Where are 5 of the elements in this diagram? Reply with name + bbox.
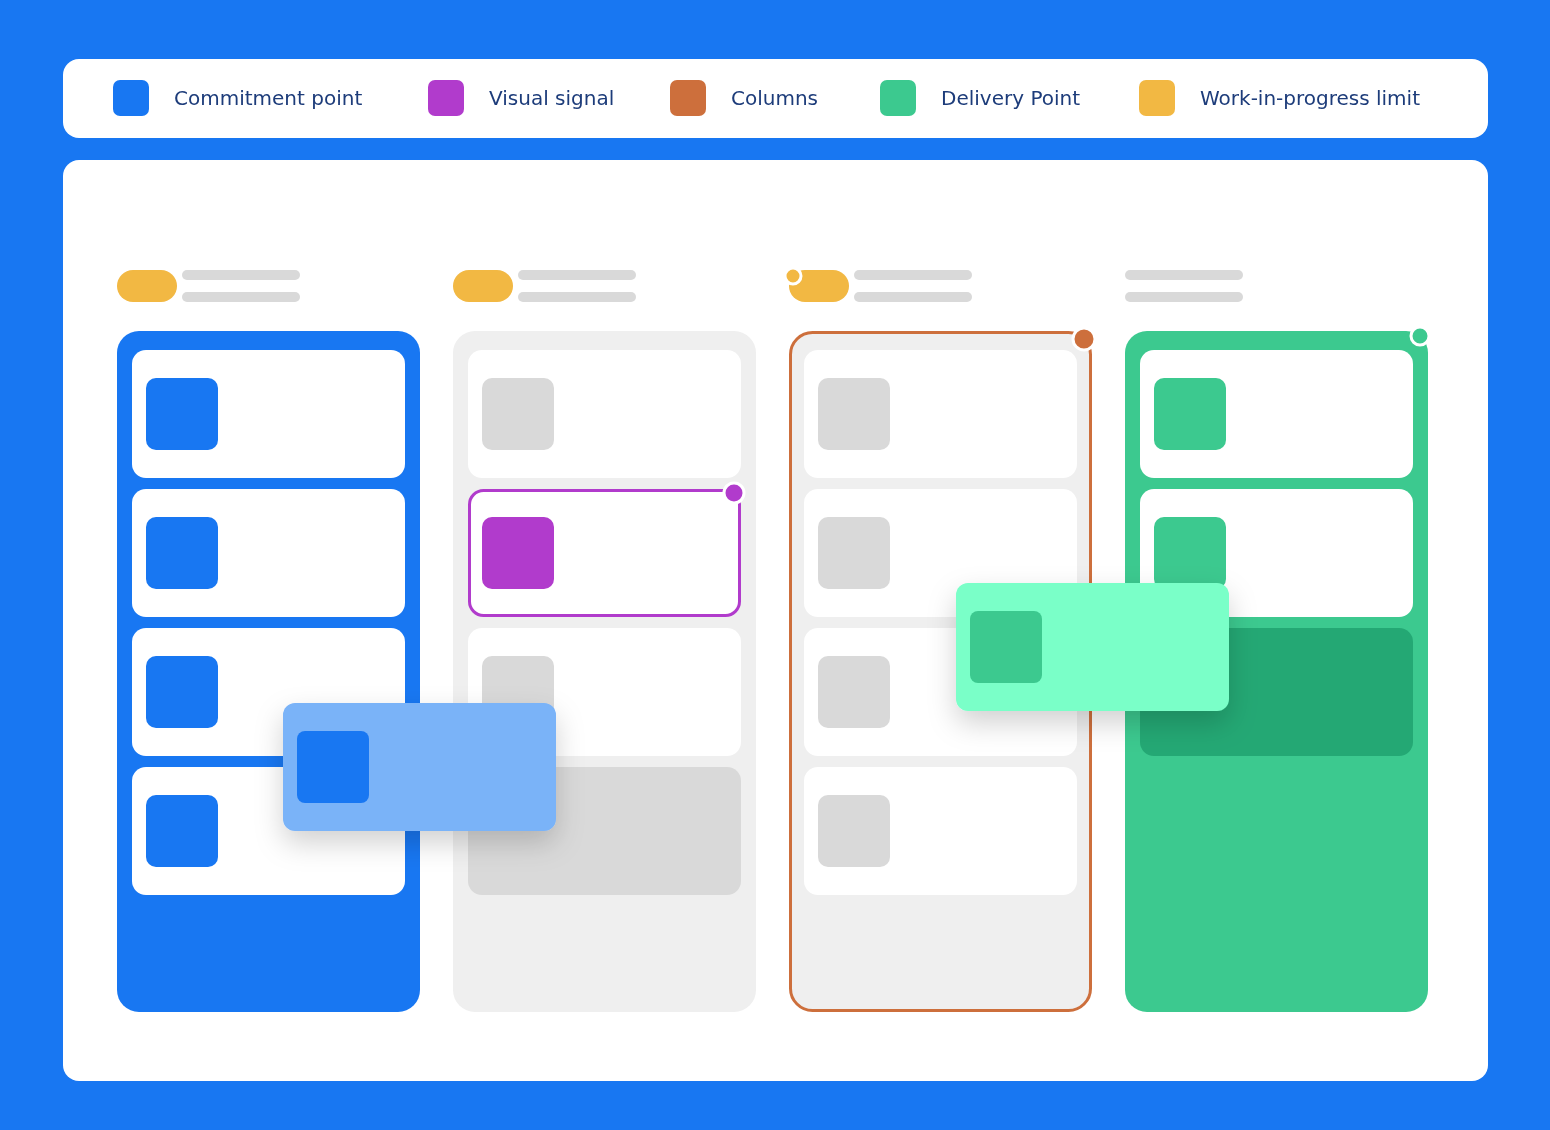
legend-label: Commitment point (174, 85, 363, 112)
legend-label: Delivery Point (941, 85, 1081, 112)
legend-label: Visual signal (489, 85, 615, 112)
legend-label: Columns (731, 85, 818, 112)
legend-label: Work-in-progress limit (1200, 85, 1420, 112)
